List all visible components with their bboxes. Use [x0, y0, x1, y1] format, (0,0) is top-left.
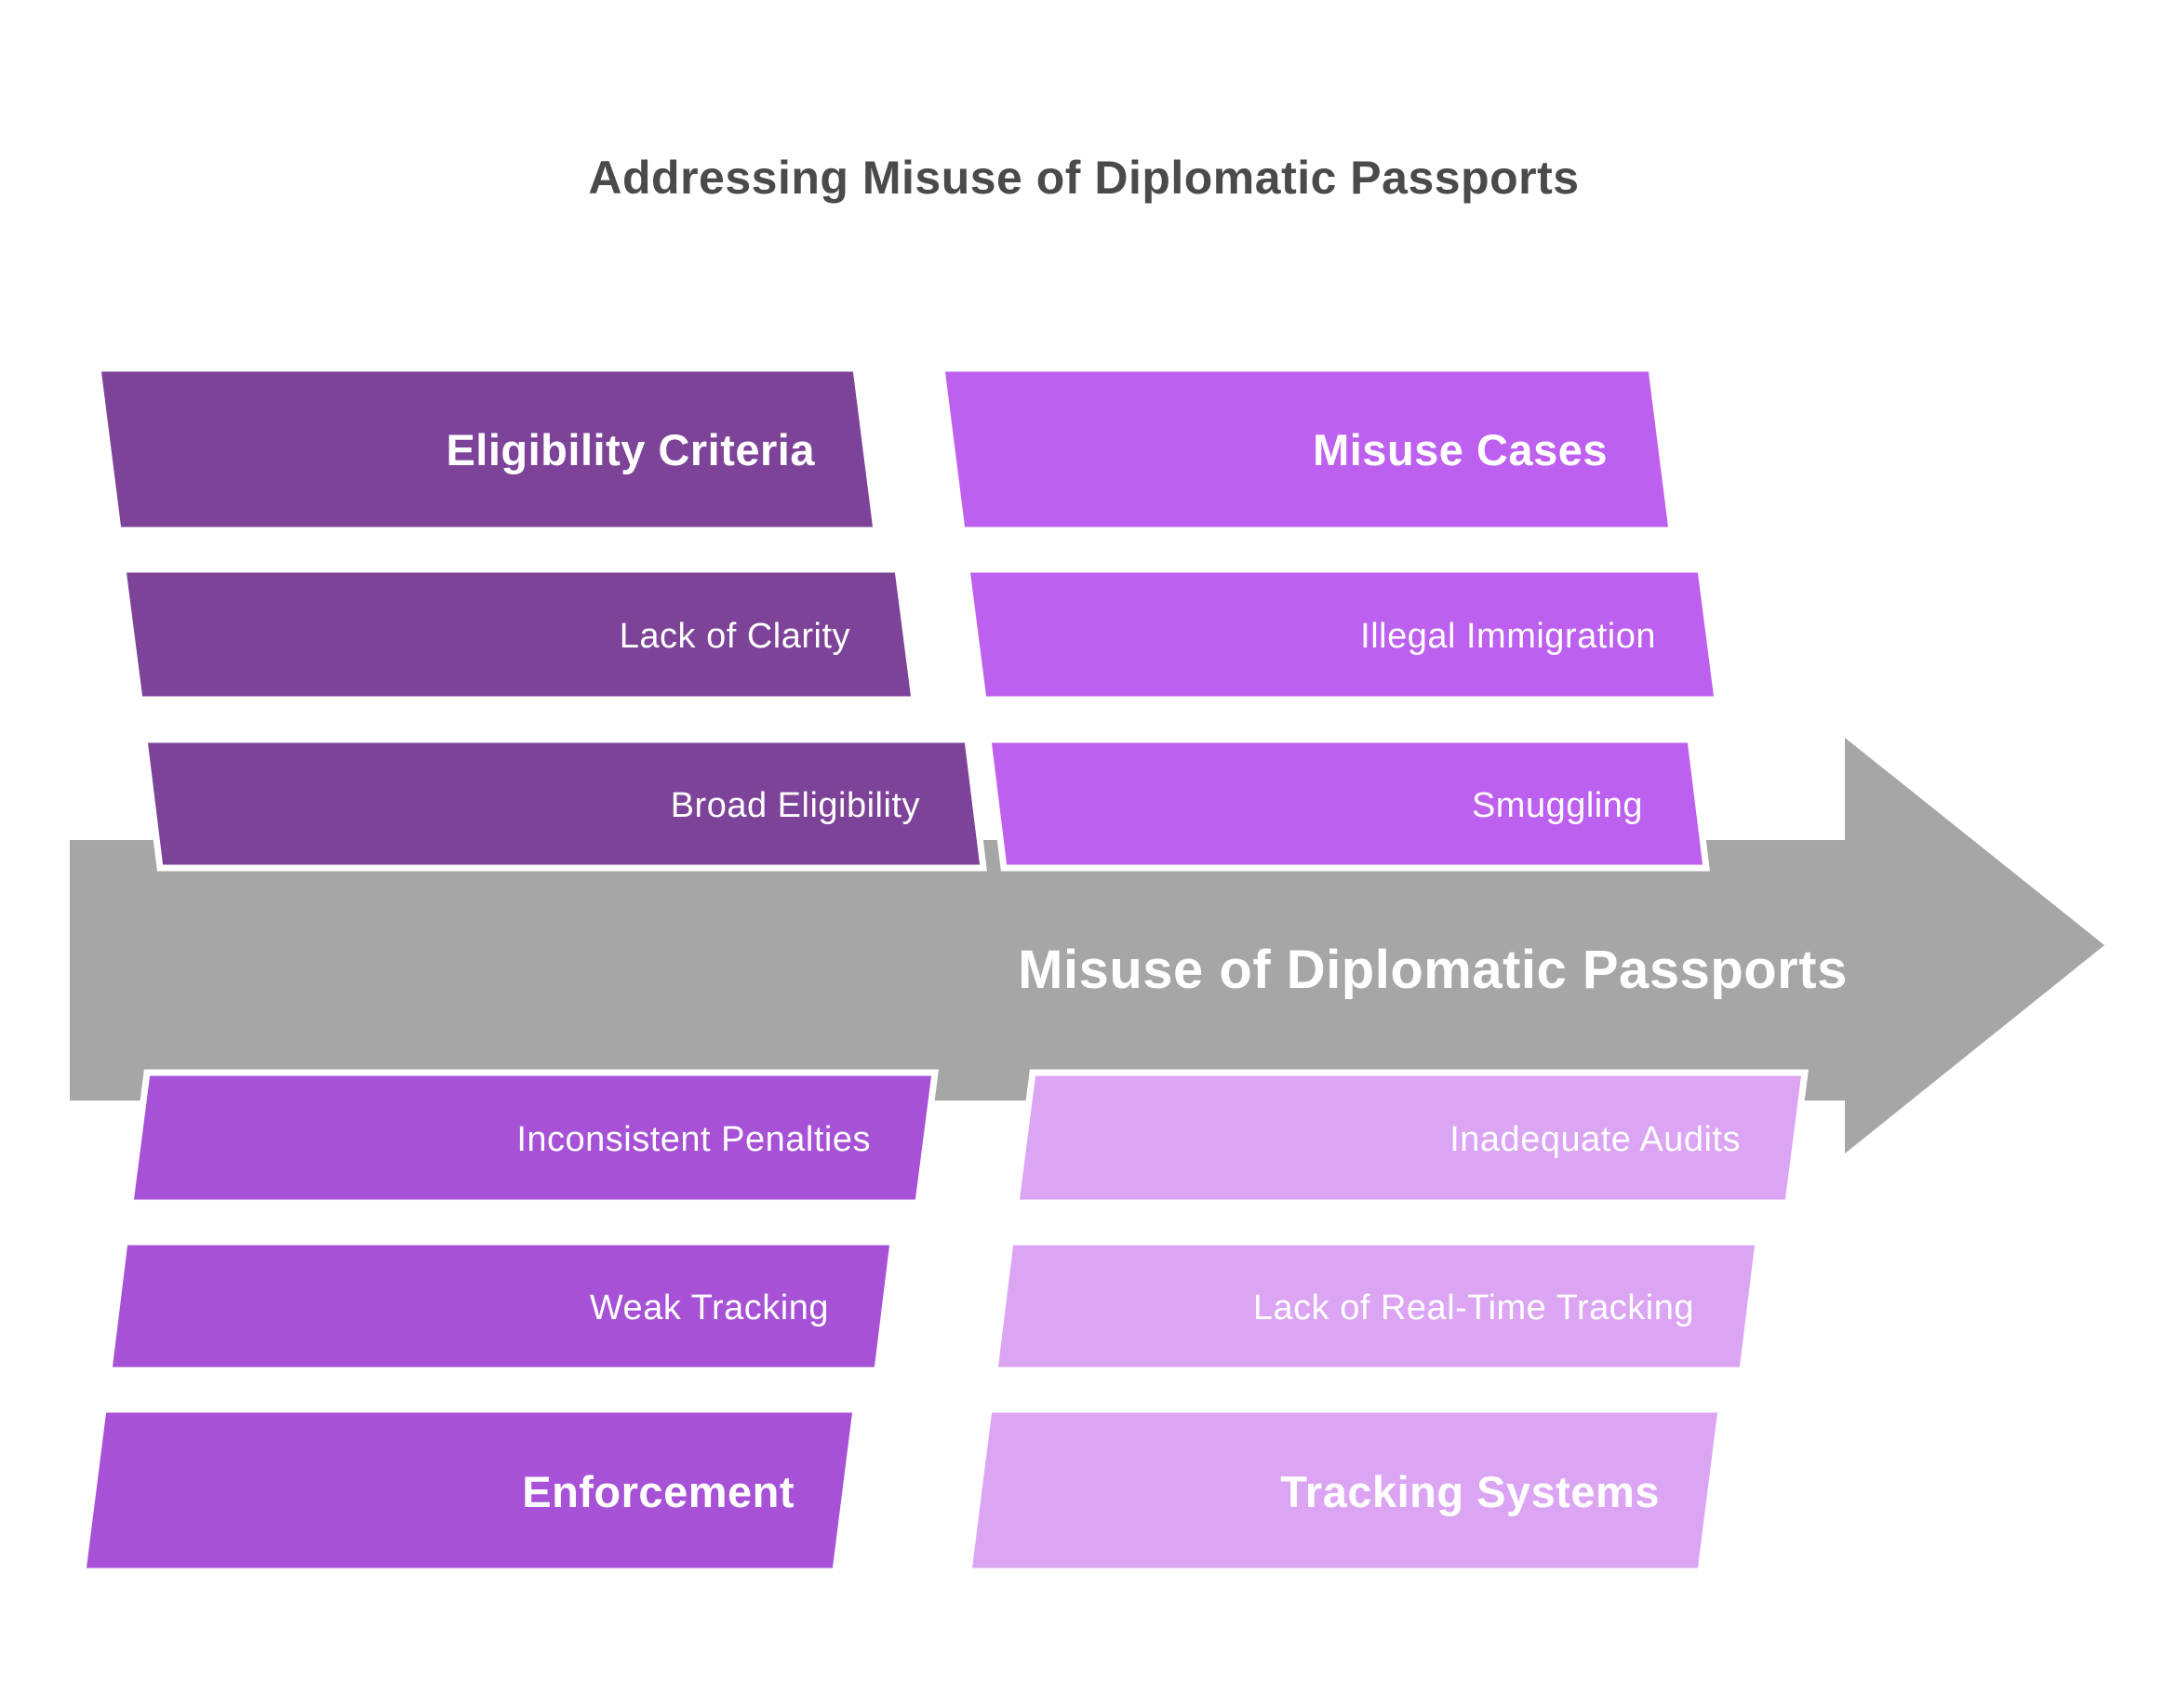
- bar-shape: [140, 736, 987, 872]
- bar-broad-eligibility: Broad Eligibility: [140, 736, 987, 872]
- bar-illegal-immigration: Illegal Immigration: [963, 566, 1721, 703]
- bar-shape: [965, 1406, 1725, 1575]
- bar-enforcement-header: Enforcement: [79, 1406, 860, 1575]
- bar-label: Weak Tracking: [590, 1288, 829, 1328]
- bar-label: Lack of Real-Time Tracking: [1253, 1288, 1694, 1328]
- bar-weak-tracking: Weak Tracking: [105, 1238, 897, 1374]
- bar-shape: [79, 1406, 860, 1575]
- bar-label: Misuse Cases: [1313, 425, 1608, 474]
- page-title: Addressing Misuse of Diplomatic Passport…: [588, 152, 1579, 204]
- bar-shape: [105, 1238, 897, 1374]
- bar-label: Lack of Clarity: [620, 617, 850, 656]
- bar-smuggling: Smuggling: [984, 736, 1710, 872]
- bar-shape: [94, 365, 880, 534]
- bar-label: Inadequate Audits: [1449, 1120, 1741, 1159]
- bar-label: Enforcement: [522, 1467, 795, 1516]
- bar-shape: [938, 365, 1676, 534]
- bar-label: Inconsistent Penalties: [516, 1120, 871, 1159]
- bar-shape: [119, 566, 918, 703]
- bar-label: Smuggling: [1472, 786, 1643, 825]
- bar-label: Illegal Immigration: [1360, 617, 1656, 656]
- bar-tracking-systems-header: Tracking Systems: [965, 1406, 1725, 1575]
- bar-shape: [963, 566, 1721, 703]
- bar-label: Tracking Systems: [1280, 1467, 1660, 1516]
- main-arrow-label: Misuse of Diplomatic Passports: [1018, 940, 1848, 1000]
- bar-inconsistent-penalties: Inconsistent Penalties: [127, 1069, 939, 1207]
- bar-lack-of-clarity: Lack of Clarity: [119, 566, 918, 703]
- bar-lack-of-real-time-tracking: Lack of Real-Time Tracking: [991, 1238, 1762, 1374]
- bar-shape: [991, 1238, 1762, 1374]
- bar-shape: [127, 1069, 939, 1207]
- bar-inadequate-audits: Inadequate Audits: [1012, 1069, 1809, 1207]
- bar-label: Eligibility Criteria: [446, 425, 815, 474]
- bar-shape: [1012, 1069, 1809, 1207]
- bar-shape: [984, 736, 1710, 872]
- bar-label: Broad Eligibility: [671, 786, 920, 825]
- bar-eligibility-criteria-header: Eligibility Criteria: [94, 365, 880, 534]
- bar-misuse-cases-header: Misuse Cases: [938, 365, 1676, 534]
